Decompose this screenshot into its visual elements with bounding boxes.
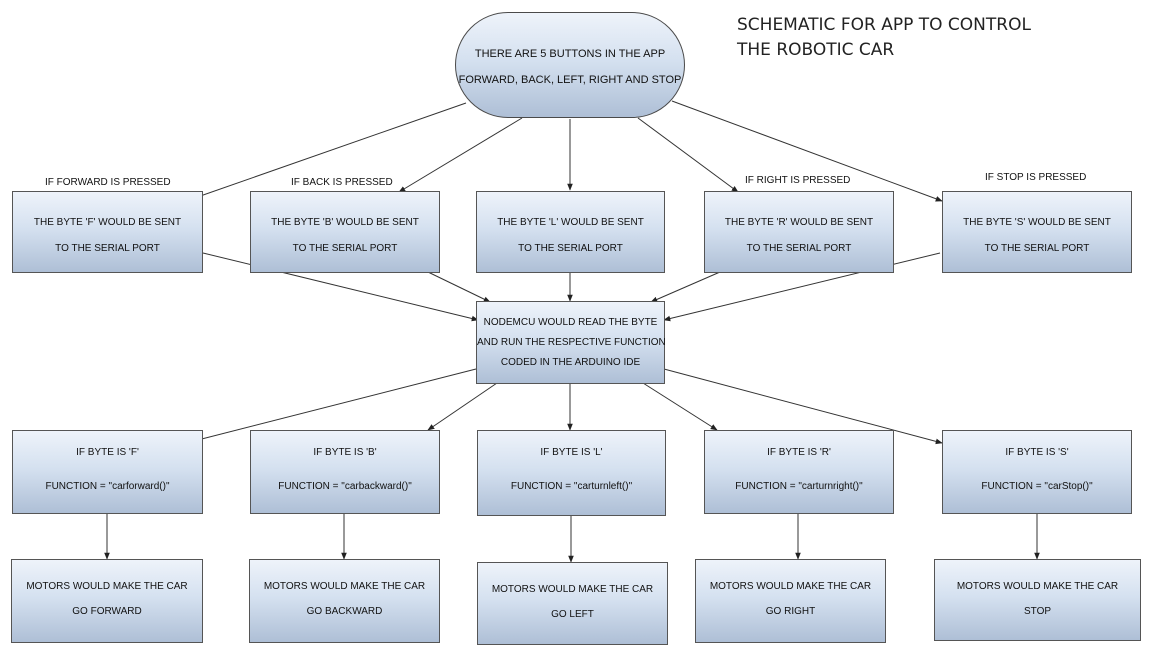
node-text: NODEMCU WOULD READ THE BYTE <box>483 317 658 328</box>
edge-root-to-send-r <box>637 117 739 193</box>
function-s-node: IF BYTE IS 'S' FUNCTION = "carStop()" <box>942 430 1132 514</box>
node-text: MOTORS WOULD MAKE THE CAR <box>26 581 188 592</box>
node-text: THE BYTE 'L' WOULD BE SENT <box>497 217 644 228</box>
edge-send-b-to-nodemcu <box>427 271 491 303</box>
node-text: TO THE SERIAL PORT <box>292 243 398 254</box>
diagram-title-line: SCHEMATIC FOR APP TO CONTROL <box>737 15 1031 35</box>
node-text: FUNCTION = "carturnleft()" <box>510 481 633 492</box>
node-text: TO THE SERIAL PORT <box>55 243 160 254</box>
app-buttons-node: THERE ARE 5 BUTTONS IN THE APP FORWARD, … <box>455 12 685 118</box>
node-text: THE BYTE 'S' WOULD BE SENT <box>963 217 1111 228</box>
edge-send-s-to-nodemcu <box>663 252 941 322</box>
node-text: THERE ARE 5 BUTTONS IN THE APP <box>474 48 666 60</box>
caption-forward: IF FORWARD IS PRESSED <box>45 177 171 188</box>
node-text: THE BYTE 'B' WOULD BE SENT <box>271 217 419 228</box>
node-text: CODED IN THE ARDUINO IDE <box>500 357 641 368</box>
node-text: IF BYTE IS 'B' <box>313 447 377 458</box>
send-byte-r-node: THE BYTE 'R' WOULD BE SENT TO THE SERIAL… <box>704 191 894 273</box>
node-text: THE BYTE 'F' WOULD BE SENT <box>33 217 182 228</box>
edge-root-to-send-s <box>671 100 943 202</box>
caption-stop: IF STOP IS PRESSED <box>985 172 1087 183</box>
node-text: MOTORS WOULD MAKE THE CAR <box>956 581 1119 592</box>
edge-nodemcu-to-func-s <box>663 368 943 445</box>
diagram-title: SCHEMATIC FOR APP TO CONTROL THE ROBOTIC… <box>737 13 1031 63</box>
node-text: AND RUN THE RESPECTIVE FUNCTION <box>477 337 666 348</box>
function-r-node: IF BYTE IS 'R' FUNCTION = "carturnright(… <box>704 430 894 514</box>
node-text: FORWARD, BACK, LEFT, RIGHT AND STOP <box>458 74 682 86</box>
node-text: GO FORWARD <box>72 606 142 617</box>
edge-nodemcu-to-func-b <box>427 382 498 431</box>
send-byte-b-node: THE BYTE 'B' WOULD BE SENT TO THE SERIAL… <box>250 191 440 273</box>
motor-stop-node: MOTORS WOULD MAKE THE CAR STOP <box>934 559 1141 641</box>
node-text: GO RIGHT <box>765 606 816 617</box>
node-text: TO THE SERIAL PORT <box>984 243 1090 254</box>
node-text: MOTORS WOULD MAKE THE CAR <box>491 584 654 595</box>
caption-back: IF BACK IS PRESSED <box>291 177 393 188</box>
node-text: MOTORS WOULD MAKE THE CAR <box>709 581 872 592</box>
diagram-title-line: THE ROBOTIC CAR <box>737 40 895 60</box>
function-b-node: IF BYTE IS 'B' FUNCTION = "carbackward()… <box>250 430 440 514</box>
nodemcu-node: NODEMCU WOULD READ THE BYTE AND RUN THE … <box>476 301 666 384</box>
edge-root-to-send-b <box>398 117 523 193</box>
node-text: FUNCTION = "carforward()" <box>45 481 170 492</box>
node-text: IF BYTE IS 'F' <box>76 447 139 458</box>
caption-right: IF RIGHT IS PRESSED <box>745 175 851 186</box>
motor-left-node: MOTORS WOULD MAKE THE CAR GO LEFT <box>477 562 668 645</box>
function-f-node: IF BYTE IS 'F' FUNCTION = "carforward()" <box>12 430 203 514</box>
edge-nodemcu-to-func-r <box>642 382 718 431</box>
node-text: MOTORS WOULD MAKE THE CAR <box>263 581 426 592</box>
node-text: TO THE SERIAL PORT <box>746 243 852 254</box>
edge-root-to-send-f <box>185 102 467 202</box>
node-text: GO BACKWARD <box>306 606 383 617</box>
node-text: THE BYTE 'R' WOULD BE SENT <box>724 217 874 228</box>
function-l-node: IF BYTE IS 'L' FUNCTION = "carturnleft()… <box>477 430 666 516</box>
node-text: STOP <box>1023 606 1052 617</box>
node-text: GO LEFT <box>551 609 594 620</box>
node-text: FUNCTION = "carbackward()" <box>278 481 412 492</box>
node-text: IF BYTE IS 'L' <box>540 447 603 458</box>
send-byte-s-node: THE BYTE 'S' WOULD BE SENT TO THE SERIAL… <box>942 191 1132 273</box>
motor-forward-node: MOTORS WOULD MAKE THE CAR GO FORWARD <box>11 559 203 643</box>
node-text: TO THE SERIAL PORT <box>518 243 623 254</box>
edge-send-r-to-nodemcu <box>650 271 721 303</box>
node-text: IF BYTE IS 'S' <box>1005 447 1069 458</box>
edge-send-f-to-nodemcu <box>202 252 479 322</box>
send-byte-f-node: THE BYTE 'F' WOULD BE SENT TO THE SERIAL… <box>12 191 203 273</box>
node-text: FUNCTION = "carturnright()" <box>735 481 863 492</box>
edge-nodemcu-to-func-f <box>185 368 477 445</box>
node-text: IF BYTE IS 'R' <box>767 447 831 458</box>
node-text: FUNCTION = "carStop()" <box>981 481 1093 492</box>
motor-backward-node: MOTORS WOULD MAKE THE CAR GO BACKWARD <box>249 559 440 643</box>
motor-right-node: MOTORS WOULD MAKE THE CAR GO RIGHT <box>695 559 886 643</box>
send-byte-l-node: THE BYTE 'L' WOULD BE SENT TO THE SERIAL… <box>476 191 665 273</box>
